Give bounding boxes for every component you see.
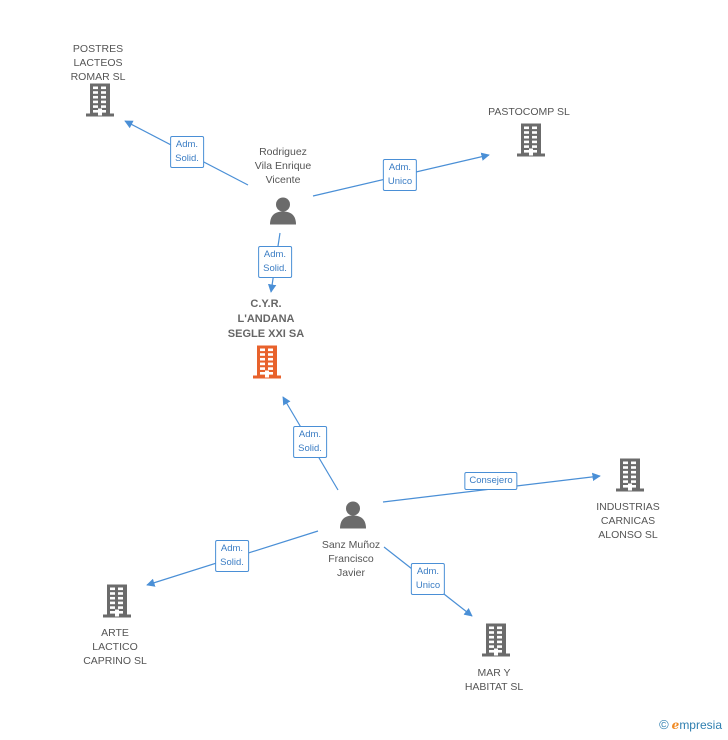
edge-label-sanz-industrias[interactable]: Consejero — [464, 472, 518, 490]
company-building-icon[interactable] — [84, 82, 116, 123]
node-label-postres[interactable]: POSTRES LACTEOS ROMAR SL — [70, 43, 126, 83]
company-building-icon[interactable] — [515, 122, 547, 163]
company-building-icon[interactable] — [480, 622, 512, 663]
edge-label-sanz-cyr[interactable]: Adm. Solid. — [293, 426, 327, 458]
node-label-rodriguez[interactable]: Rodriguez Vila Enrique Vicente — [254, 146, 312, 186]
node-label-arte[interactable]: ARTE LACTICO CAPRINO SL — [83, 627, 147, 667]
edge-label-rodriguez-cyr[interactable]: Adm. Solid. — [258, 246, 292, 278]
company-building-icon[interactable] — [101, 583, 133, 624]
company-building-icon[interactable] — [614, 457, 646, 498]
copyright-symbol: © — [659, 717, 669, 732]
logo-initial: e — [671, 718, 680, 732]
focus-company-building-icon[interactable] — [251, 344, 283, 385]
edge-label-sanz-mar[interactable]: Adm. Unico — [410, 563, 446, 595]
node-label-cyr[interactable]: C.Y.R. L'ANDANA SEGLE XXI SA — [227, 298, 305, 340]
empresia-logo: ©empresia — [659, 717, 722, 732]
node-label-industrias[interactable]: INDUSTRIAS CARNICAS ALONSO SL — [596, 501, 660, 541]
edge-label-rodriguez-pastocomp[interactable]: Adm. Unico — [382, 159, 418, 191]
edge-label-rodriguez-postres[interactable]: Adm. Solid. — [170, 136, 204, 168]
node-label-mar[interactable]: MAR Y HABITAT SL — [464, 667, 524, 693]
logo-text: mpresia — [679, 718, 722, 732]
node-label-sanz[interactable]: Sanz Muñoz Francisco Javier — [321, 539, 381, 579]
person-icon[interactable] — [268, 197, 298, 230]
person-icon[interactable] — [338, 501, 368, 534]
node-label-pastocomp[interactable]: PASTOCOMP SL — [488, 106, 570, 118]
edge-label-sanz-arte[interactable]: Adm. Solid. — [215, 540, 249, 572]
